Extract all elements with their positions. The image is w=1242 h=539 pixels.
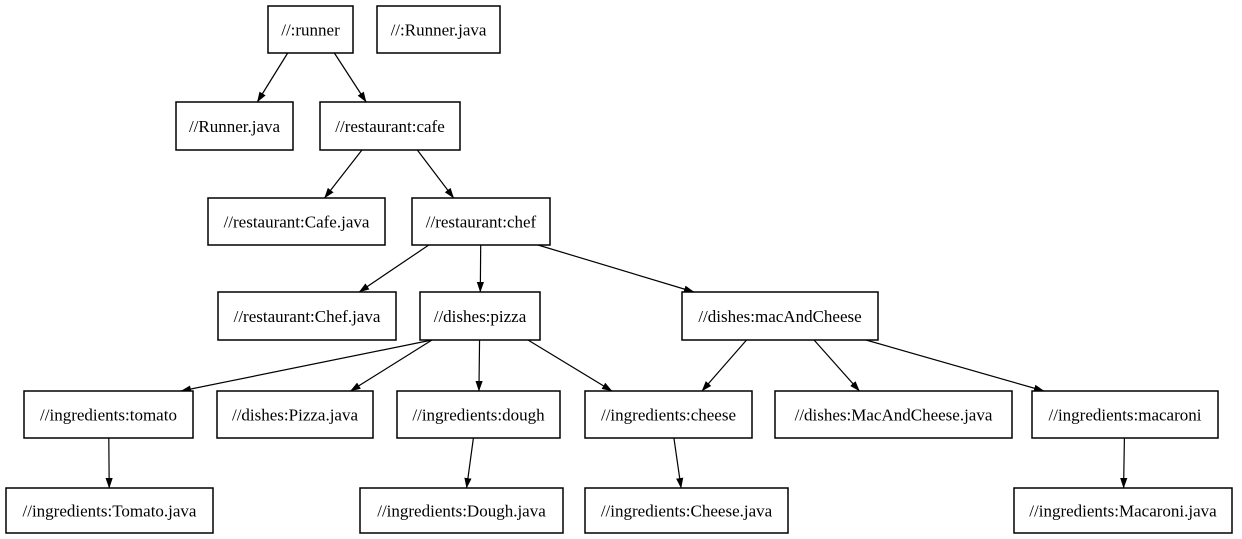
graph-node-chef_java: //restaurant:Chef.java <box>217 291 397 341</box>
node-box-cafe_java <box>207 197 386 246</box>
node-label-cheese: //ingredients:cheese <box>601 405 736 424</box>
graph-node-cafe: //restaurant:cafe <box>319 101 461 151</box>
graph-node-cafe_java: //restaurant:Cafe.java <box>207 197 386 246</box>
graph-node-dough_java: //ingredients:Dough.java <box>359 487 564 534</box>
edge-cheese-to-cheese_java <box>673 437 684 489</box>
node-box-chef <box>411 197 551 246</box>
node-box-pizza_java <box>216 390 374 439</box>
edge-runner-to-cafe <box>333 52 367 103</box>
node-box-mac_and_cheese <box>681 291 879 341</box>
node-box-runner <box>267 5 354 54</box>
node-label-chef: //restaurant:chef <box>426 212 537 231</box>
node-box-runner_java_root <box>376 5 501 54</box>
edge-macaroni-to-macaroni_java <box>1120 437 1128 489</box>
node-label-dough: //ingredients:dough <box>412 405 545 424</box>
graph-node-mac_and_cheese_java: //dishes:MacAndCheese.java <box>774 390 1013 439</box>
node-box-cheese <box>584 390 753 439</box>
node-label-tomato_java: //ingredients:Tomato.java <box>23 501 197 520</box>
graph-node-pizza_java: //dishes:Pizza.java <box>216 390 374 439</box>
edge-mac_and_cheese-to-mac_and_cheese_java <box>813 339 860 392</box>
graph-node-cheese: //ingredients:cheese <box>584 390 753 439</box>
node-box-macaroni_java <box>1013 487 1233 534</box>
edge-chef-to-mac_and_cheese <box>537 244 695 293</box>
graph-node-runner: //:runner <box>267 5 354 54</box>
graph-node-tomato_java: //ingredients:Tomato.java <box>5 487 214 534</box>
graph-node-pizza: //dishes:pizza <box>419 291 541 341</box>
node-label-mac_and_cheese: //dishes:macAndCheese <box>698 307 861 326</box>
edge-pizza-to-pizza_java <box>350 339 433 392</box>
node-label-mac_and_cheese_java: //dishes:MacAndCheese.java <box>795 405 993 424</box>
node-label-macaroni: //ingredients:macaroni <box>1049 405 1202 424</box>
node-label-pizza_java: //dishes:Pizza.java <box>232 405 359 424</box>
node-label-tomato: //ingredients:tomato <box>40 405 177 424</box>
graph-node-runner_java: //Runner.java <box>175 101 294 151</box>
node-box-cafe <box>319 101 461 151</box>
edges-layer <box>105 52 1128 489</box>
node-box-tomato <box>23 390 194 439</box>
edge-mac_and_cheese-to-macaroni <box>865 339 1045 392</box>
graph-node-tomato: //ingredients:tomato <box>23 390 194 439</box>
graph-node-runner_java_root: //:Runner.java <box>376 5 501 54</box>
node-label-runner: //:runner <box>281 20 340 39</box>
node-box-dough <box>396 390 561 439</box>
edge-pizza-to-cheese <box>527 339 613 392</box>
graph-node-chef: //restaurant:chef <box>411 197 551 246</box>
edge-chef-to-chef_java <box>358 244 430 293</box>
graph-node-macaroni_java: //ingredients:Macaroni.java <box>1013 487 1233 534</box>
graph-node-cheese_java: //ingredients:Cheese.java <box>584 487 789 534</box>
edge-cafe-to-cafe_java <box>324 149 363 199</box>
node-label-pizza: //dishes:pizza <box>434 307 527 326</box>
node-label-chef_java: //restaurant:Chef.java <box>234 307 381 326</box>
edge-mac_and_cheese-to-cheese <box>701 339 748 392</box>
node-box-cheese_java <box>584 487 789 534</box>
node-label-runner_java: //Runner.java <box>189 117 281 136</box>
node-label-cheese_java: //ingredients:Cheese.java <box>601 501 773 520</box>
nodes-layer: //:runner //:Runner.java //Runner.java //re… <box>5 5 1233 534</box>
edge-cafe-to-chef <box>416 149 455 199</box>
edge-pizza-to-tomato <box>180 339 433 393</box>
node-box-tomato_java <box>5 487 214 534</box>
edge-dough-to-dough_java <box>464 437 474 489</box>
node-label-cafe: //restaurant:cafe <box>335 117 445 136</box>
node-label-runner_java_root: //:Runner.java <box>391 20 487 39</box>
node-box-macaroni <box>1031 390 1219 439</box>
node-label-dough_java: //ingredients:Dough.java <box>377 501 546 520</box>
node-box-runner_java <box>175 101 294 151</box>
node-box-pizza <box>419 291 541 341</box>
node-label-macaroni_java: //ingredients:Macaroni.java <box>1029 501 1217 520</box>
node-box-mac_and_cheese_java <box>774 390 1013 439</box>
edge-runner-to-runner_java <box>256 52 289 103</box>
node-label-cafe_java: //restaurant:Cafe.java <box>224 212 370 231</box>
graph-node-dough: //ingredients:dough <box>396 390 561 439</box>
edge-pizza-to-dough <box>475 339 483 392</box>
graph-node-mac_and_cheese: //dishes:macAndCheese <box>681 291 879 341</box>
node-box-dough_java <box>359 487 564 534</box>
graph-node-macaroni: //ingredients:macaroni <box>1031 390 1219 439</box>
node-box-chef_java <box>217 291 397 341</box>
